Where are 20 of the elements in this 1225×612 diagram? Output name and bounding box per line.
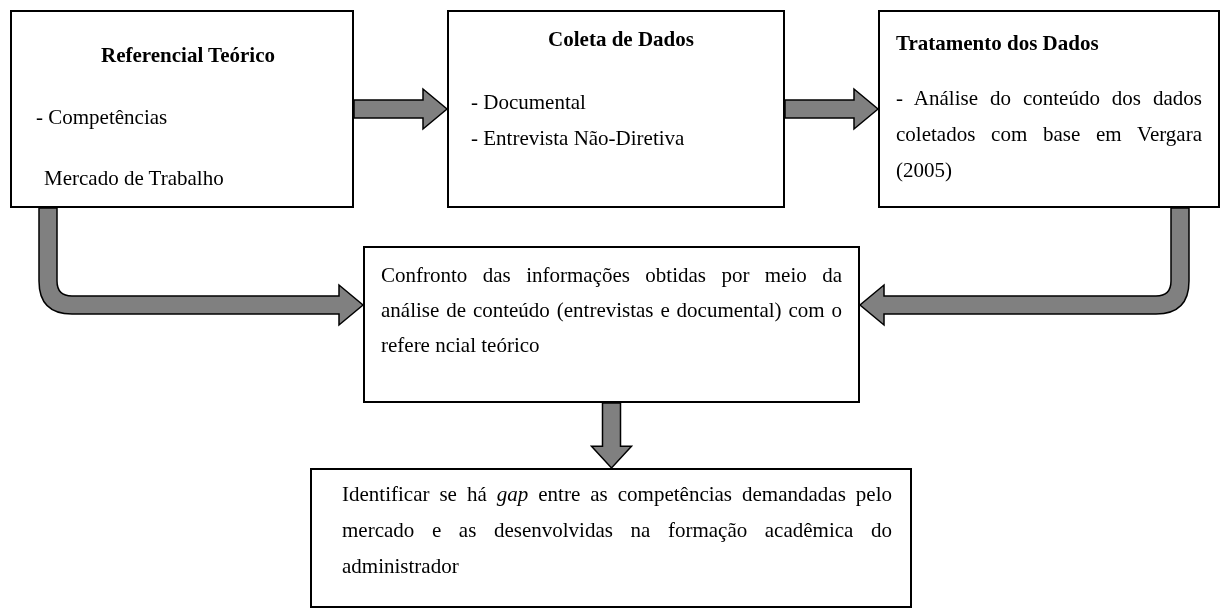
box-text: Identificar se há gap entre as competências demandadas pelo mercado e as desenvolvidas na formação acadêmica do administrador [342, 481, 892, 580]
process-box [363, 246, 860, 403]
process-box [447, 10, 785, 208]
process-box [878, 10, 1220, 208]
text-heading: Tratamento dos Dados [896, 30, 1100, 57]
block-arrow [589, 402, 634, 470]
text-heading: Referencial Teórico [100, 42, 276, 69]
body-text: - Competências [36, 103, 169, 131]
block-arrow [38, 207, 364, 326]
process-box [10, 10, 354, 208]
block-arrow [859, 207, 1190, 326]
box-text: Confronto das informações obtidas por meio da análise de conteúdo (entrevistas e documental) com o refere ncial teórico [381, 262, 842, 359]
body-text: - Análise do conteúdo dos dados coletados com base em Vergara (2005) [896, 84, 1202, 184]
block-arrow [353, 87, 449, 131]
block-arrow [784, 87, 880, 131]
body-text: - Entrevista Não-Diretiva [471, 124, 686, 152]
text-heading: Coleta de Dados [547, 26, 695, 53]
process-box [310, 468, 912, 608]
body-text: Mercado de Trabalho [43, 165, 225, 192]
body-text: - Documental [471, 88, 587, 116]
